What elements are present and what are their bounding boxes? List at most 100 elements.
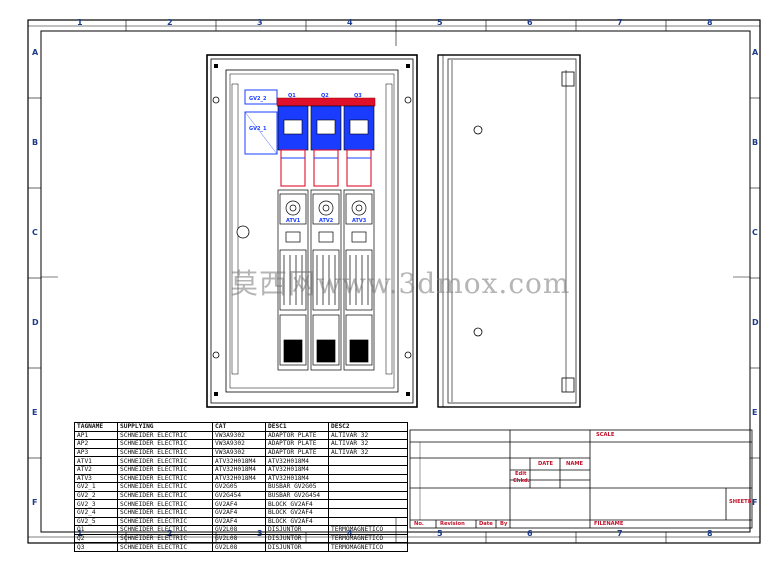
label-q1: Q1 — [288, 93, 296, 99]
bom-cell-cat: ATV32H018M4 — [212, 464, 266, 475]
bom-cell-desc1: DISJUNTOR — [265, 533, 329, 544]
title-edit: Edit — [515, 471, 527, 477]
bom-cell-supplying: SCHNEIDER ELECTRIC — [117, 482, 213, 492]
bom-cell-desc1: BUSBAR GV2G454 — [265, 490, 329, 501]
enclosure-side-view — [437, 54, 581, 408]
bom-header-tagname: TAGNAME — [74, 422, 118, 432]
label-gv2-1: GV2_1 — [249, 126, 267, 132]
zone-col-1-top: 1 — [77, 18, 83, 27]
bom-cell-supplying: SCHNEIDER ELECTRIC — [117, 499, 213, 509]
zone-row-d-left: D — [32, 318, 39, 327]
zone-row-d-right: D — [752, 318, 759, 327]
bom-header-desc2: DESC2 — [328, 422, 408, 432]
label-gv2-2: GV2_2 — [249, 96, 267, 102]
bom-cell-desc1: BLOCK GV2AF4 — [265, 499, 329, 509]
bom-cell-cat: VW3A9302 — [212, 439, 266, 449]
bom-header-supplying: SUPPLYING — [117, 422, 213, 432]
zone-col-3-top: 3 — [257, 18, 263, 27]
zone-row-a-right: A — [752, 48, 759, 57]
title-sheet: SHEET8 — [729, 499, 752, 505]
bom-cell-tagname: GV2_2 — [74, 490, 118, 501]
drive-atv2 — [310, 189, 342, 371]
zone-col-5-bottom: 5 — [437, 529, 443, 538]
zone-row-b-left: B — [32, 138, 39, 147]
bom-cell-tagname: Q2 — [74, 533, 118, 544]
bom-cell-cat: GV2AF4 — [212, 516, 266, 527]
bom-cell-tagname: AP2 — [74, 439, 118, 449]
zone-row-e-left: E — [32, 408, 38, 417]
label-atv1: ATV1 — [286, 218, 301, 224]
watermark: 莫西网www.3dmox.com — [230, 267, 571, 300]
title-no: No. — [414, 521, 424, 527]
zone-row-f-left: F — [32, 498, 38, 507]
bom-cell-cat: GV2G05 — [212, 482, 266, 492]
bom-cell-tagname: Q1 — [74, 525, 118, 535]
bom-cell-supplying: SCHNEIDER ELECTRIC — [117, 533, 213, 544]
bom-cell-desc2 — [328, 490, 408, 501]
label-q2: Q2 — [321, 93, 329, 99]
title-date: DATE — [538, 461, 553, 467]
zone-col-2-top: 2 — [167, 18, 173, 27]
zone-col-4-top: 4 — [347, 18, 353, 27]
bom-cell-desc2 — [328, 473, 408, 484]
bom-cell-tagname: AP3 — [74, 447, 118, 458]
bom-cell-supplying: SCHNEIDER ELECTRIC — [117, 542, 213, 552]
drive-atv3 — [343, 189, 375, 371]
bom-cell-tagname: GV2_1 — [74, 482, 118, 492]
zone-col-7-top: 7 — [617, 18, 623, 27]
zone-row-c-left: C — [32, 228, 38, 237]
bom-cell-desc2: ALTIVAR 32 — [328, 447, 408, 458]
bom-cell-desc1: ATV32H018M4 — [265, 464, 329, 475]
zone-row-e-right: E — [752, 408, 758, 417]
bom-cell-desc1: DISJUNTOR — [265, 542, 329, 552]
bom-cell-tagname: ATV2 — [74, 464, 118, 475]
bom-cell-tagname: GV2_5 — [74, 516, 118, 527]
bom-cell-desc2 — [328, 482, 408, 492]
bom-cell-desc2 — [328, 464, 408, 475]
bom-cell-desc1: BUSBAR GV2G05 — [265, 482, 329, 492]
bom-cell-cat: GV2L08 — [212, 542, 266, 552]
breaker-q3 — [343, 105, 375, 187]
zone-row-c-right: C — [752, 228, 758, 237]
enclosure-front-view: GV2_2 GV2_1 Q1 Q2 Q3 ATV1 ATV2 ATV3 — [206, 54, 418, 408]
bom-header-cat: CAT — [212, 422, 266, 432]
bom-cell-supplying: SCHNEIDER ELECTRIC — [117, 490, 213, 501]
bom-cell-desc1: DISJUNTOR — [265, 525, 329, 535]
bom-cell-cat: GV2G454 — [212, 490, 266, 501]
busbar — [276, 97, 376, 107]
title-by: By — [500, 521, 508, 527]
zone-row-b-right: B — [752, 138, 759, 147]
zone-col-8-top: 8 — [707, 18, 713, 27]
bom-cell-tagname: GV2_4 — [74, 507, 118, 518]
title-block — [409, 429, 753, 529]
bom-cell-desc1: ADAPTOR PLATE — [265, 430, 329, 441]
bom-cell-supplying: SCHNEIDER ELECTRIC — [117, 473, 213, 484]
bom-cell-desc2 — [328, 499, 408, 509]
zone-col-6-bottom: 6 — [527, 529, 533, 538]
bom-cell-cat: GV2AF4 — [212, 507, 266, 518]
bom-cell-cat: ATV32H018M4 — [212, 456, 266, 466]
bom-header-desc1: DESC1 — [265, 422, 329, 432]
bom-cell-cat: VW3A9302 — [212, 447, 266, 458]
zone-col-8-bottom: 8 — [707, 529, 713, 538]
bom-cell-tagname: AP1 — [74, 430, 118, 441]
title-revision: Revision — [440, 521, 465, 527]
bom-cell-tagname: ATV1 — [74, 456, 118, 466]
zone-col-6-top: 6 — [527, 18, 533, 27]
title-scale: SCALE — [596, 432, 615, 438]
bom-cell-cat: ATV32H018M4 — [212, 473, 266, 484]
bom-cell-desc1: BLOCK GV2AF4 — [265, 507, 329, 518]
bom-cell-desc1: ATV32H018M4 — [265, 456, 329, 466]
